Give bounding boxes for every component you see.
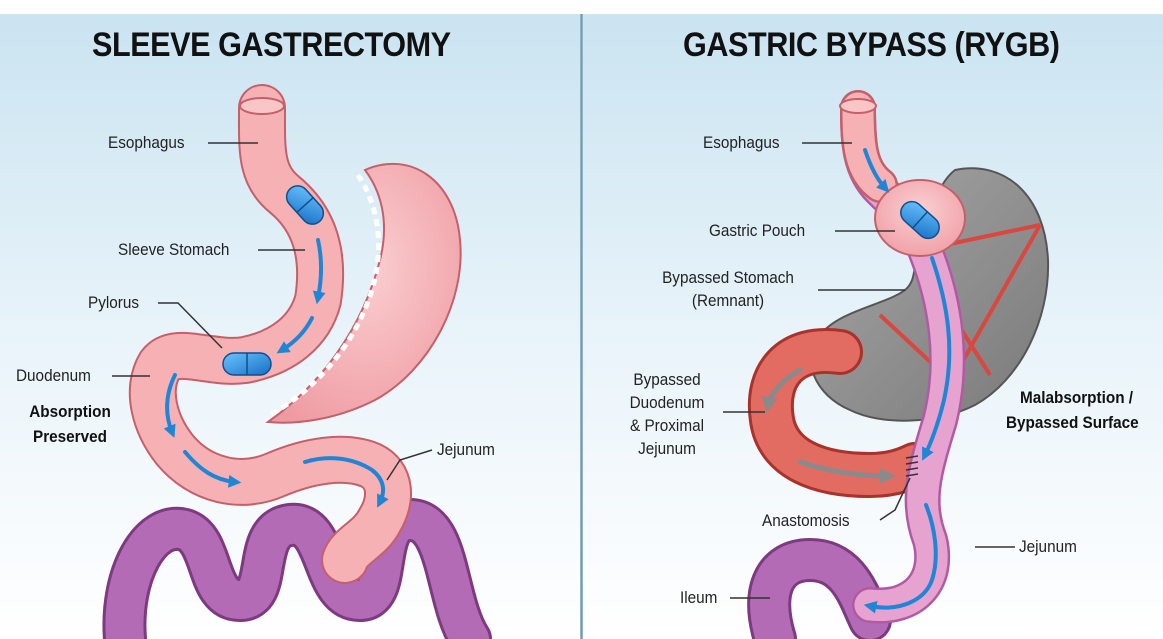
left-esophagus-opening	[240, 98, 284, 114]
label-bypassed-duodenum-1: Bypassed	[618, 370, 717, 390]
label-ileum: Ileum	[680, 588, 717, 608]
label-anastomosis: Anastomosis	[762, 511, 850, 531]
label-pylorus: Pylorus	[88, 293, 139, 313]
right-panel-title: GASTRIC BYPASS (RYGB)	[683, 26, 1059, 65]
label-bypassed-stomach-2: (Remnant)	[647, 291, 809, 311]
left-panel-title: SLEEVE GASTRECTOMY	[92, 26, 451, 65]
label-duodenum-left: Duodenum	[16, 366, 91, 386]
label-sleeve-stomach: Sleeve Stomach	[118, 240, 229, 260]
label-gastric-pouch: Gastric Pouch	[709, 221, 805, 241]
right-note-line2: Bypassed Surface	[1006, 413, 1139, 433]
label-esophagus-left: Esophagus	[108, 133, 185, 153]
pill-icon	[223, 353, 271, 375]
right-note-line1: Malabsorption /	[1020, 388, 1133, 408]
label-bypassed-duodenum-3: & Proximal	[618, 416, 717, 436]
left-note-line1: Absorption	[25, 402, 115, 422]
label-bypassed-duodenum-2: Duodenum	[618, 393, 717, 413]
right-esophagus-opening	[840, 99, 876, 113]
label-jejunum-left: Jejunum	[437, 440, 495, 460]
label-bypassed-duodenum-4: Jejunum	[618, 439, 717, 459]
label-esophagus-right: Esophagus	[703, 133, 780, 153]
left-note-line2: Preserved	[25, 427, 115, 447]
label-jejunum-right: Jejunum	[1019, 537, 1077, 557]
label-bypassed-stomach-1: Bypassed Stomach	[647, 268, 809, 288]
